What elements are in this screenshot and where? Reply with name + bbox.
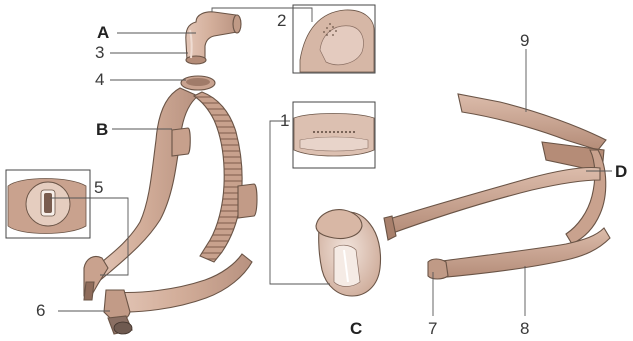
detail-inset-vent xyxy=(293,5,375,73)
label-5: 5 xyxy=(94,178,103,197)
label-a: A xyxy=(97,23,109,42)
label-9: 9 xyxy=(520,31,529,50)
label-1: 1 xyxy=(280,111,289,130)
detail-inset-clip xyxy=(6,170,90,238)
nasal-cushion xyxy=(316,210,381,296)
swivel-ring xyxy=(181,76,215,90)
headgear xyxy=(384,94,610,279)
label-3: 3 xyxy=(95,43,104,62)
label-d: D xyxy=(615,162,627,181)
detail-inset-cushion-vent xyxy=(293,102,375,168)
label-7: 7 xyxy=(428,319,437,338)
label-b: B xyxy=(96,120,108,139)
frame-assembly xyxy=(84,88,257,334)
label-4: 4 xyxy=(95,70,104,89)
label-c: C xyxy=(350,319,362,338)
label-8: 8 xyxy=(520,319,529,338)
elbow-connector xyxy=(186,12,241,64)
label-6: 6 xyxy=(36,301,45,320)
label-2: 2 xyxy=(277,11,286,30)
